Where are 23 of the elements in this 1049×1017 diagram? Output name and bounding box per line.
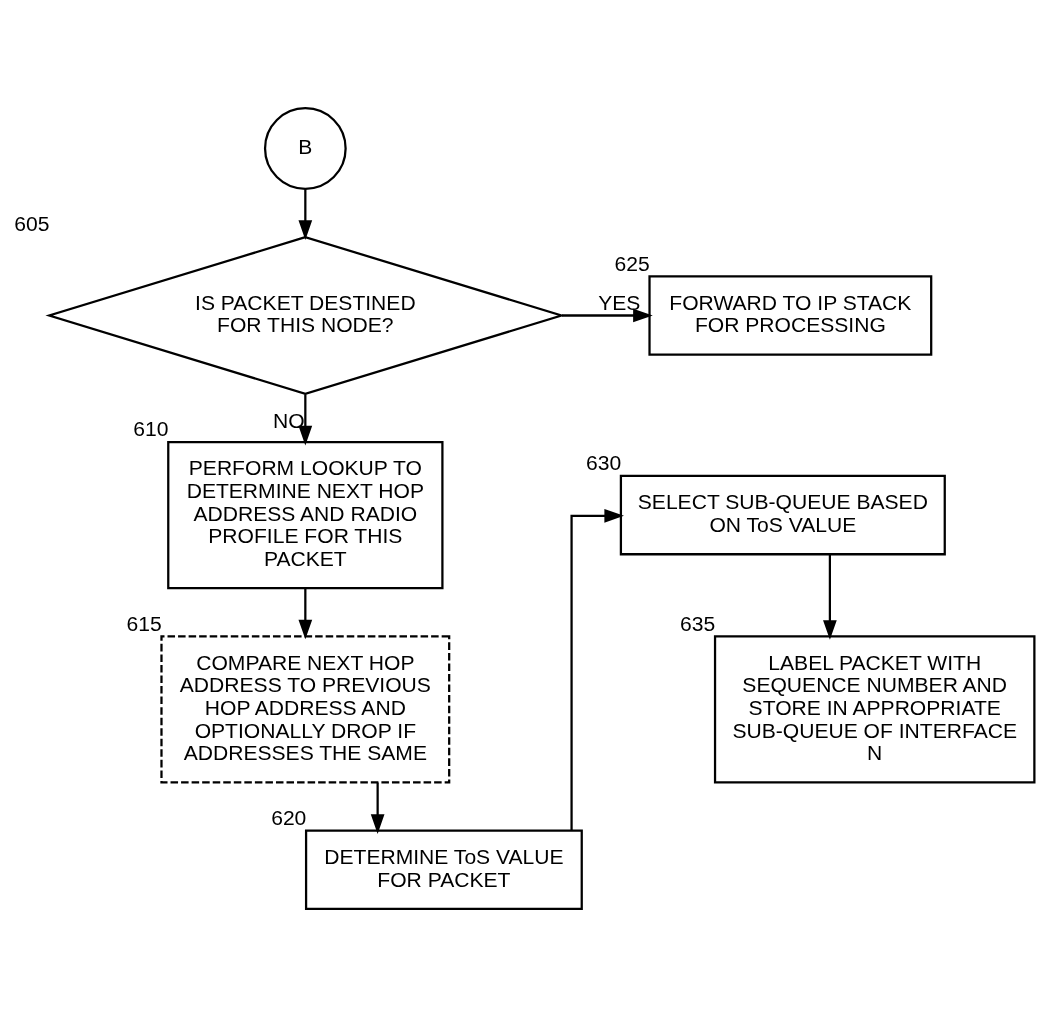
node-label: 610 [133,417,169,441]
node-box: PERFORM LOOKUP TO DETERMINE NEXT HOP ADDRESS AND RADIO PROFILE FOR THIS PACKET [167,440,444,590]
node-box: SELECT SUB-QUEUE BASED ON ToS VALUE [619,474,946,556]
arrow [570,508,624,831]
arrow [823,554,837,640]
edge-label: NO [272,408,305,432]
arrow [298,394,313,446]
node-box: DETERMINE ToS VALUE FOR PACKET [304,829,583,911]
node-circle: B [263,107,347,190]
arrow [298,588,313,640]
edge-label: YES [598,290,641,314]
node-label: 605 [14,212,50,236]
node-label: 620 [271,805,307,829]
node-label: 635 [680,611,716,635]
node-label: 615 [126,611,162,635]
node-label: 625 [614,251,650,275]
arrow [370,782,385,834]
arrow [562,308,653,323]
arrow [298,189,313,240]
node-box: LABEL PACKET WITH SEQUENCE NUMBER AND STORE IN APPROPRIATE SUB-QUEUE OF INTERFACE N [713,635,1036,784]
node-label: 630 [585,451,622,475]
node-box: COMPARE NEXT HOP ADDRESS TO PREVIOUS HOP ADDRESS AND OPTIONALLY DROP IF ADDRESSES THE SAME [160,635,451,784]
node-box: FORWARD TO IP STACK FOR PROCESSING [648,275,933,356]
